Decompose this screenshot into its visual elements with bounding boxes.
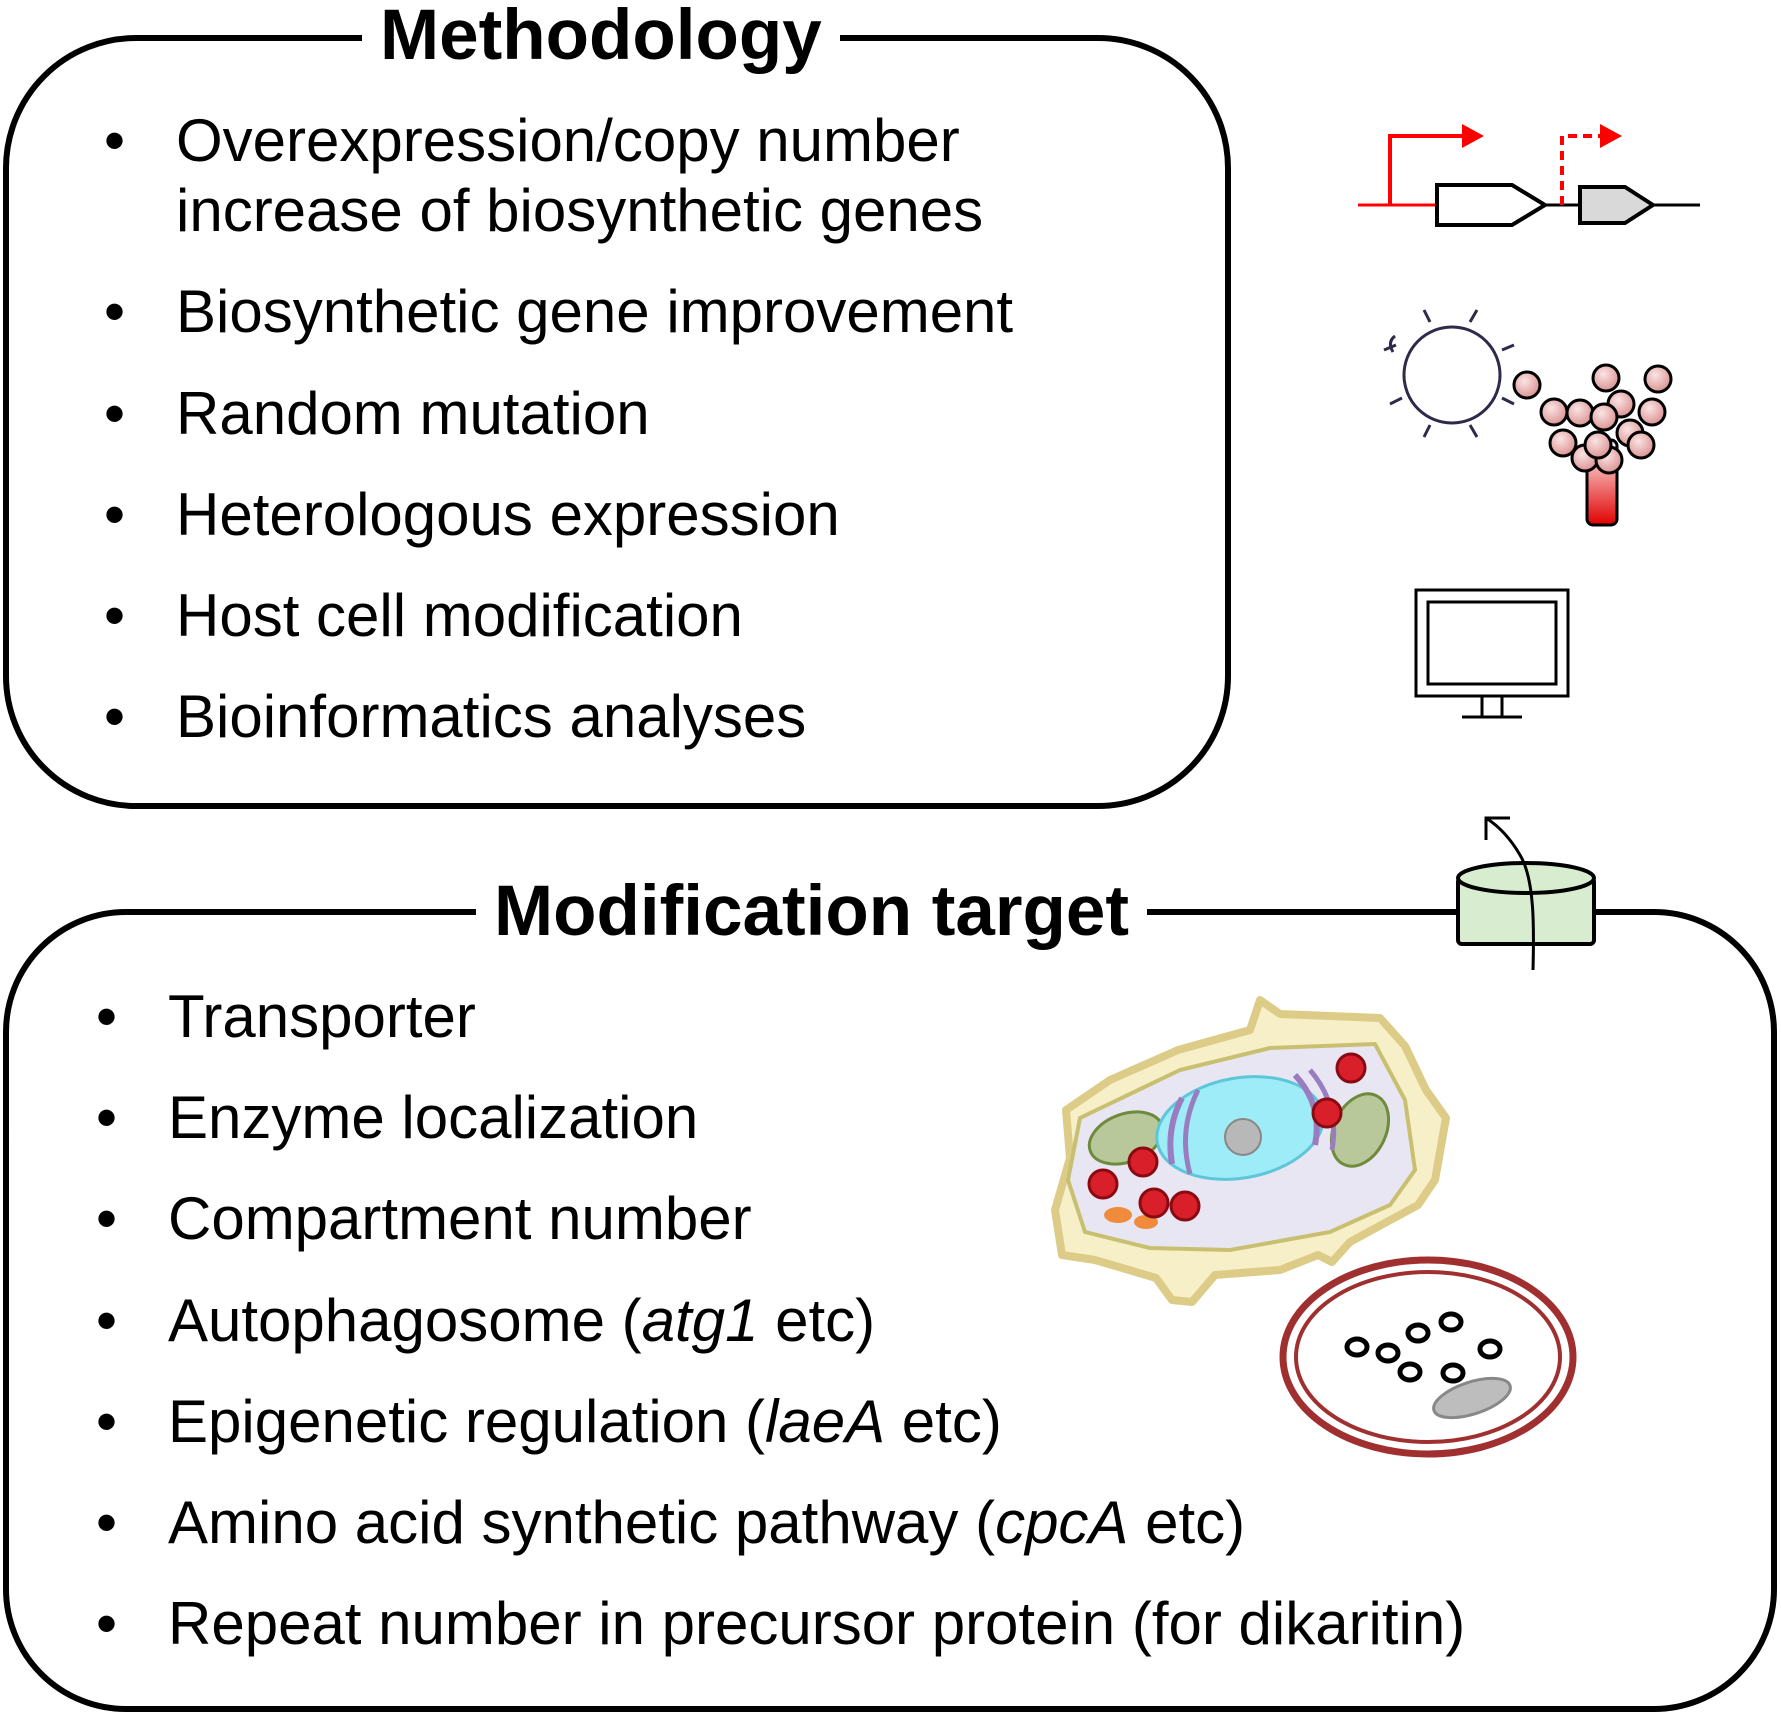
computer-monitor-icon	[1414, 588, 1570, 719]
list-item: Transporter	[96, 982, 1465, 1052]
list-item: Autophagosome (atg1 etc)	[96, 1286, 1465, 1356]
list-item: Amino acid synthetic pathway (cpcA etc)	[96, 1488, 1465, 1558]
list-item: Bioinformatics analyses	[104, 682, 1013, 752]
fungus-conidiophore-icon	[1512, 363, 1673, 527]
transporter-icon	[1456, 816, 1596, 971]
list-item: Biosynthetic gene improvement	[104, 277, 1013, 347]
list-item: Heterologous expression	[104, 480, 1013, 550]
list-item: Random mutation	[104, 379, 1013, 449]
methodology-title: Methodology	[362, 0, 840, 71]
list-item: Host cell modification	[104, 581, 1013, 651]
modification-target-title: Modification target	[476, 876, 1148, 947]
list-item: Repeat number in precursor protein (for …	[96, 1589, 1465, 1659]
modification-target-list: Transporter Enzyme localization Compartm…	[96, 982, 1465, 1690]
list-item: Epigenetic regulation (laeA etc)	[96, 1387, 1465, 1457]
gene-construct-icon	[1358, 124, 1700, 227]
list-item: Enzyme localization	[96, 1083, 1465, 1153]
list-item: Compartment number	[96, 1184, 1465, 1254]
uv-light-icon	[1383, 309, 1515, 438]
